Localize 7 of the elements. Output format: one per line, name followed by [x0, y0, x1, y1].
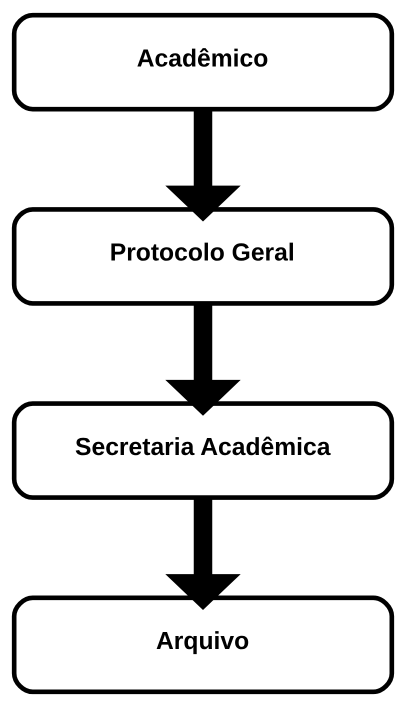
- node-box: Arquivo: [12, 596, 394, 694]
- node-box: Protocolo Geral: [12, 207, 394, 306]
- node-box: Secretaria Acadêmica: [12, 401, 394, 500]
- arrow: [165, 110, 241, 222]
- arrow: [165, 304, 241, 416]
- node-box: Acadêmico: [12, 12, 394, 112]
- arrow: [165, 498, 241, 610]
